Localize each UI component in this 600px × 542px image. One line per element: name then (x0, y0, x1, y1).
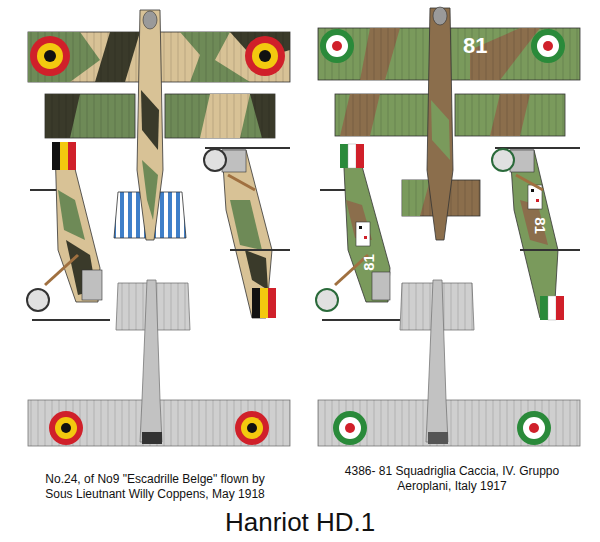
illustration-shape (427, 8, 453, 240)
illustration-shape (520, 249, 580, 251)
illustration-shape (343, 148, 390, 302)
illustration-shape (431, 100, 450, 160)
italian-side-view-left (316, 144, 400, 320)
illustration-shape (230, 249, 290, 251)
illustration-shape (245, 36, 285, 76)
illustration-shape (356, 144, 364, 168)
illustration-shape (318, 400, 580, 446)
caption-text: No.24, of No9 "Escadrille Belge" flown b… (35, 472, 275, 502)
belgian-side-view-right (204, 148, 290, 318)
aircraft-marking: 81 (533, 217, 548, 234)
belgian-side-view-left (27, 142, 110, 320)
illustration-shape (268, 288, 276, 318)
illustration-shape (137, 10, 163, 240)
illustration-shape (228, 175, 255, 190)
illustration-shape (141, 90, 159, 150)
illustration-shape (537, 35, 559, 57)
illustration-shape (37, 43, 63, 69)
illustration-shape (316, 289, 338, 311)
title: Hanriot HD.1 (225, 508, 375, 537)
illustration-shape (252, 43, 278, 69)
illustration-shape (529, 423, 539, 433)
illustration-shape (333, 411, 367, 445)
illustration-shape (332, 41, 342, 51)
illustration-shape (61, 423, 71, 433)
illustration-shape (428, 432, 448, 444)
illustration-shape (259, 50, 271, 62)
aircraft-marking: 81 (361, 254, 376, 271)
italian-top-view (318, 7, 580, 240)
illustration-shape (318, 400, 580, 446)
illustration-shape (58, 190, 85, 240)
illustration-shape (326, 35, 348, 57)
illustration-shape (49, 411, 83, 445)
illustration-shape (531, 29, 565, 63)
illustration-shape (44, 50, 56, 62)
illustration-shape (517, 411, 551, 445)
illustration-shape (556, 296, 564, 320)
illustration-shape (241, 417, 263, 439)
illustration-shape (142, 432, 162, 444)
illustration-shape (531, 189, 534, 192)
illustration-shape (142, 160, 158, 220)
illustration-shape (252, 288, 260, 318)
illustration-shape (548, 296, 556, 320)
aircraft-marking: 81 (463, 35, 487, 57)
italian-side-view-right (492, 148, 580, 320)
illustration-shape (345, 423, 355, 433)
illustration-shape (230, 200, 262, 250)
illustration-shape (536, 199, 539, 202)
illustration-shape (55, 417, 77, 439)
illustration-shape (82, 270, 102, 300)
illustration-shape (245, 250, 268, 290)
belgian-underside-view (28, 280, 290, 446)
illustration-shape (140, 280, 162, 442)
illustration-shape (348, 144, 356, 168)
illustration-shape (52, 142, 60, 170)
illustration-shape (356, 222, 370, 246)
illustration-shape (364, 236, 367, 239)
illustration-shape (322, 319, 400, 321)
illustration-shape (426, 280, 448, 442)
illustration-shape (68, 142, 76, 170)
illustration-shape (235, 411, 269, 445)
illustration-shape (45, 255, 78, 285)
illustration-shape (204, 149, 226, 171)
illustration-shape (339, 417, 361, 439)
illustration-shape (523, 417, 545, 439)
illustration-shape (32, 319, 110, 321)
illustration-shape (510, 150, 558, 318)
illustration-shape (320, 29, 354, 63)
caption-text: 4386- 81 Squadriglia Caccia, IV. Gruppo … (342, 464, 562, 494)
illustration-shape (222, 150, 272, 318)
italian-underside-view (318, 280, 580, 446)
illustration-shape (27, 289, 49, 311)
illustration-shape (543, 41, 553, 51)
illustration-shape (495, 147, 580, 149)
illustration-shape (30, 36, 70, 76)
illustration-shape (260, 288, 268, 318)
illustration-shape (247, 423, 257, 433)
illustration-shape (359, 226, 362, 229)
illustration-shape (340, 144, 348, 168)
illustration-shape (516, 175, 543, 190)
illustration-shape (540, 296, 548, 320)
illustration-shape (372, 272, 390, 300)
illustration-shape (492, 149, 514, 171)
illustration-shape (60, 142, 68, 170)
illustration-shape (433, 7, 447, 25)
illustration-shape (143, 11, 157, 29)
